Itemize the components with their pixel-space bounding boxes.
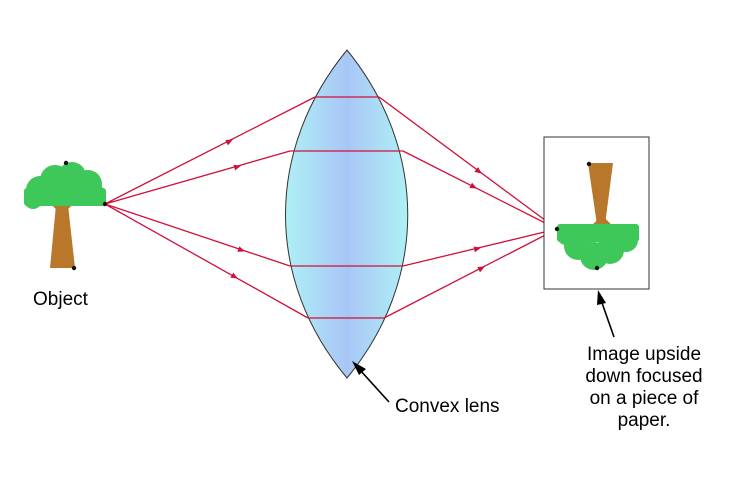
tree-icon	[24, 160, 108, 271]
ray-refracted-2	[402, 150, 558, 230]
convex-lens	[285, 49, 409, 379]
ray-incident-1	[104, 96, 316, 205]
image-caption: Image upside down focused on a piece of …	[585, 344, 703, 431]
inverted-tree-icon	[554, 161, 639, 271]
ray-incident-3	[104, 203, 291, 267]
ray-refracted-1	[378, 96, 558, 230]
lens-pointer-arrow	[352, 361, 390, 403]
ray-refracted-4	[383, 228, 558, 319]
object-label: Object	[33, 289, 88, 310]
ray-refracted-3	[402, 228, 558, 267]
ray-incident-2	[104, 150, 291, 205]
incident-rays	[104, 96, 316, 319]
lens-rays	[290, 96, 403, 319]
lens-label: Convex lens	[395, 396, 500, 417]
image-pointer-arrow	[597, 290, 615, 338]
incident-ray-arrows	[225, 139, 245, 279]
ray-incident-4	[104, 203, 309, 319]
